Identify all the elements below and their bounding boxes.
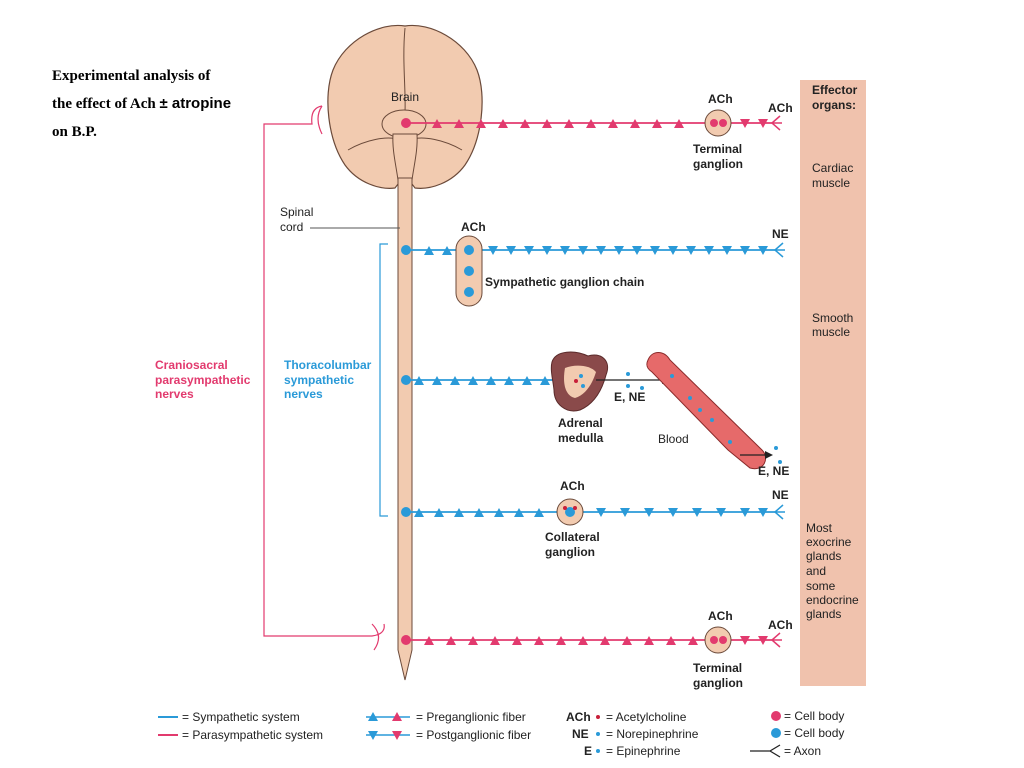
ach-effector-label-top: ACh xyxy=(768,101,793,115)
thoracolumbar-label-3: nerves xyxy=(284,387,323,401)
spinal-cord-label-2: cord xyxy=(280,220,303,234)
legend-preganglionic-text: = Preganglionic fiber xyxy=(416,710,526,724)
title-line-3: on B.P. xyxy=(52,124,97,140)
legend-e-dot xyxy=(596,749,600,753)
ach-effector-label-bottom: ACh xyxy=(768,618,793,632)
legend-postganglionic-swatch xyxy=(366,731,410,740)
collateral-ganglion-label-2: ganglion xyxy=(545,545,595,559)
effector-smooth-2: muscle xyxy=(812,325,850,339)
parasympathetic-cranial-pathway xyxy=(401,109,782,137)
title-line-2b: ± atropine xyxy=(159,95,232,112)
legend-ach-def: = Acetylcholine xyxy=(606,710,687,724)
legend: = Sympathetic system = Parasympathetic s… xyxy=(158,709,844,758)
ach-ganglion-label-bottom: ACh xyxy=(708,609,733,623)
terminal-ganglion-label-top-2: ganglion xyxy=(693,157,743,171)
legend-ne-abbr: NE xyxy=(572,727,589,741)
blood-label: Blood xyxy=(658,432,689,446)
brain-label: Brain xyxy=(391,90,419,104)
legend-cell-body-symp xyxy=(771,728,781,738)
brain-illustration xyxy=(327,24,483,189)
effector-cardiac-1: Cardiac xyxy=(812,161,853,175)
effector-glands-4: and xyxy=(806,564,826,578)
legend-postganglionic-text: = Postganglionic fiber xyxy=(416,728,531,742)
legend-e-def: = Epinephrine xyxy=(606,744,681,758)
craniosacral-bracket xyxy=(263,105,385,637)
legend-preganglionic-swatch xyxy=(366,712,410,721)
craniosacral-bracket-lower xyxy=(371,623,380,651)
thoracolumbar-label-2: sympathetic xyxy=(284,373,354,387)
ach-ganglion-label-top: ACh xyxy=(708,92,733,106)
legend-ne-dot xyxy=(596,732,600,736)
parasympathetic-sacral-pathway xyxy=(401,626,782,654)
collateral-ganglion-label-1: Collateral xyxy=(545,530,600,544)
terminal-ganglion-label-bottom-1: Terminal xyxy=(693,661,742,675)
title-line-2: the effect of Ach ± atropine xyxy=(52,90,292,118)
spinal-cord-label-1: Spinal xyxy=(280,205,313,219)
legend-ne-def: = Norepinephrine xyxy=(606,727,699,741)
ne-chain-effector-label: NE xyxy=(772,227,789,241)
legend-cell-body-text-2: = Cell body xyxy=(784,726,844,740)
effector-glands-2: exocrine xyxy=(806,535,852,549)
craniosacral-bracket-upper xyxy=(317,105,323,135)
legend-ach-dot xyxy=(596,715,600,719)
terminal-ganglion-label-bottom-2: ganglion xyxy=(693,676,743,690)
blood-vessel xyxy=(646,352,782,470)
effector-heading-2: organs: xyxy=(812,98,856,112)
effector-organs-band xyxy=(800,80,866,686)
sympathetic-chain-pathway xyxy=(401,235,785,307)
title-line-1: Experimental analysis of xyxy=(52,68,211,84)
effector-glands-7: glands xyxy=(806,607,841,621)
thoracolumbar-bracket xyxy=(379,243,388,517)
thoracolumbar-label-1: Thoracolumbar xyxy=(284,358,372,372)
legend-e-abbr: E xyxy=(584,744,592,758)
slide-title: Experimental analysis of the effect of A… xyxy=(52,62,292,146)
legend-cell-body-text-1: = Cell body xyxy=(784,709,844,723)
effector-glands-1: Most xyxy=(806,521,833,535)
legend-sympathetic-text: = Sympathetic system xyxy=(182,710,300,724)
sympathetic-chain-label: Sympathetic ganglion chain xyxy=(485,275,644,289)
adrenal-medulla-label-2: medulla xyxy=(558,431,604,445)
terminal-ganglion-label-top-1: Terminal xyxy=(693,142,742,156)
e-ne-blood-label: E, NE xyxy=(758,464,789,478)
effector-heading-1: Effector xyxy=(812,83,858,97)
ach-chain-label: ACh xyxy=(461,220,486,234)
adrenal-pathway xyxy=(401,351,670,412)
ach-collateral-label: ACh xyxy=(560,479,585,493)
effector-glands-3: glands xyxy=(806,549,841,563)
effector-smooth-1: Smooth xyxy=(812,311,853,325)
collateral-ganglion-pathway xyxy=(401,498,785,526)
e-ne-adrenal-label: E, NE xyxy=(614,390,645,404)
legend-ach-abbr: ACh xyxy=(566,710,591,724)
spinal-cord xyxy=(397,177,413,681)
craniosacral-label-1: Craniosacral xyxy=(155,358,228,372)
ne-collateral-effector-label: NE xyxy=(772,488,789,502)
legend-cell-body-para xyxy=(771,711,781,721)
adrenal-medulla-label-1: Adrenal xyxy=(558,416,603,430)
effector-glands-6: endocrine xyxy=(806,593,859,607)
craniosacral-label-3: nerves xyxy=(155,387,194,401)
title-line-2a: the effect of Ach xyxy=(52,96,156,112)
effector-glands-5: some xyxy=(806,579,836,593)
craniosacral-label-2: parasympathetic xyxy=(155,373,251,387)
legend-axon-text: = Axon xyxy=(784,744,821,758)
legend-parasympathetic-text: = Parasympathetic system xyxy=(182,728,323,742)
effector-cardiac-2: muscle xyxy=(812,176,850,190)
legend-axon-swatch xyxy=(750,744,781,758)
